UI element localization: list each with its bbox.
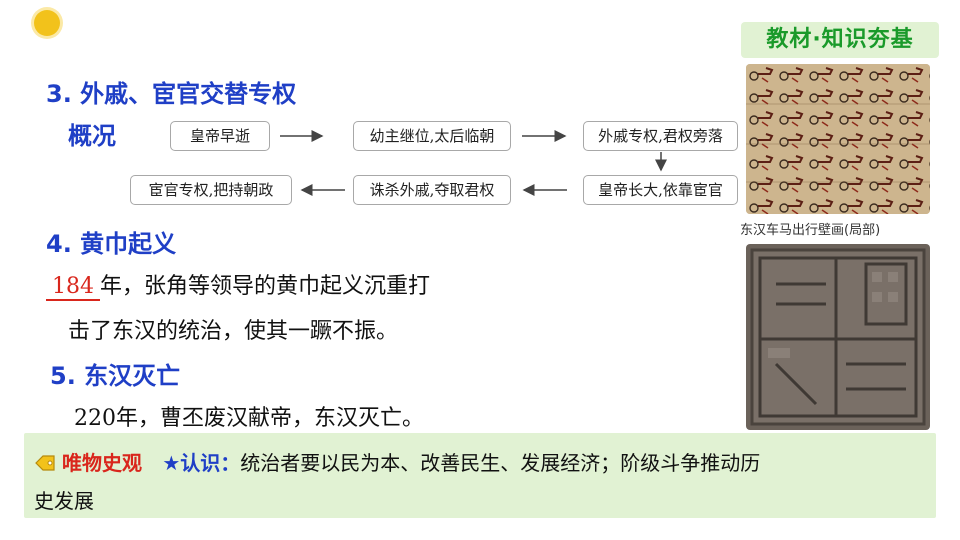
brick-relief-illustration xyxy=(746,244,930,430)
panel-star-label: ★认识： xyxy=(162,451,241,475)
decorative-dot xyxy=(34,10,60,36)
flow-step-5: 诛杀外戚,夺取君权 xyxy=(353,175,511,205)
mural-caption: 东汉车马出行壁画(局部) xyxy=(740,223,881,238)
flow-step-4: 皇帝长大,依靠宦官 xyxy=(583,175,738,205)
flow-step-3: 外戚专权,君权旁落 xyxy=(583,121,738,151)
section-4-title: 4. 黄巾起义 xyxy=(46,230,177,258)
flow-step-2: 幼主继位,太后临朝 xyxy=(353,121,511,151)
tag-icon xyxy=(34,453,56,477)
brick-relief-image xyxy=(746,244,930,430)
mural-illustration xyxy=(746,64,930,214)
section-4-line-2: 击了东汉的统治，使其一蹶不振。 xyxy=(68,319,399,344)
flow-step-1: 皇帝早逝 xyxy=(170,121,270,151)
section-5-line: 220年，曹丕废汉献帝，东汉灭亡。 xyxy=(74,406,424,431)
panel-line-2: 史发展 xyxy=(34,489,94,513)
panel-label: 唯物史观 xyxy=(62,451,142,475)
section-3-subtitle: 概况 xyxy=(68,122,116,150)
panel-line-1: 唯物史观 ★认识：统治者要以民为本、改善民生、发展经济；阶级斗争推动历 xyxy=(34,447,760,477)
materialism-panel: 唯物史观 ★认识：统治者要以民为本、改善民生、发展经济；阶级斗争推动历 史发展 xyxy=(24,433,936,518)
panel-text: 统治者要以民为本、改善民生、发展经济；阶级斗争推动历 xyxy=(240,451,761,475)
section-badge: 教材·知识夯基 xyxy=(741,22,939,58)
section-4-line-1-text: 年，张角等领导的黄巾起义沉重打 xyxy=(100,274,431,299)
answer-blank-year: 184 xyxy=(46,275,100,301)
flow-step-6: 宦官专权,把持朝政 xyxy=(130,175,292,205)
mural-image xyxy=(746,64,930,214)
section-3-title: 3. 外戚、宦官交替专权 xyxy=(46,80,297,108)
section-5-title: 5. 东汉灭亡 xyxy=(50,362,181,390)
